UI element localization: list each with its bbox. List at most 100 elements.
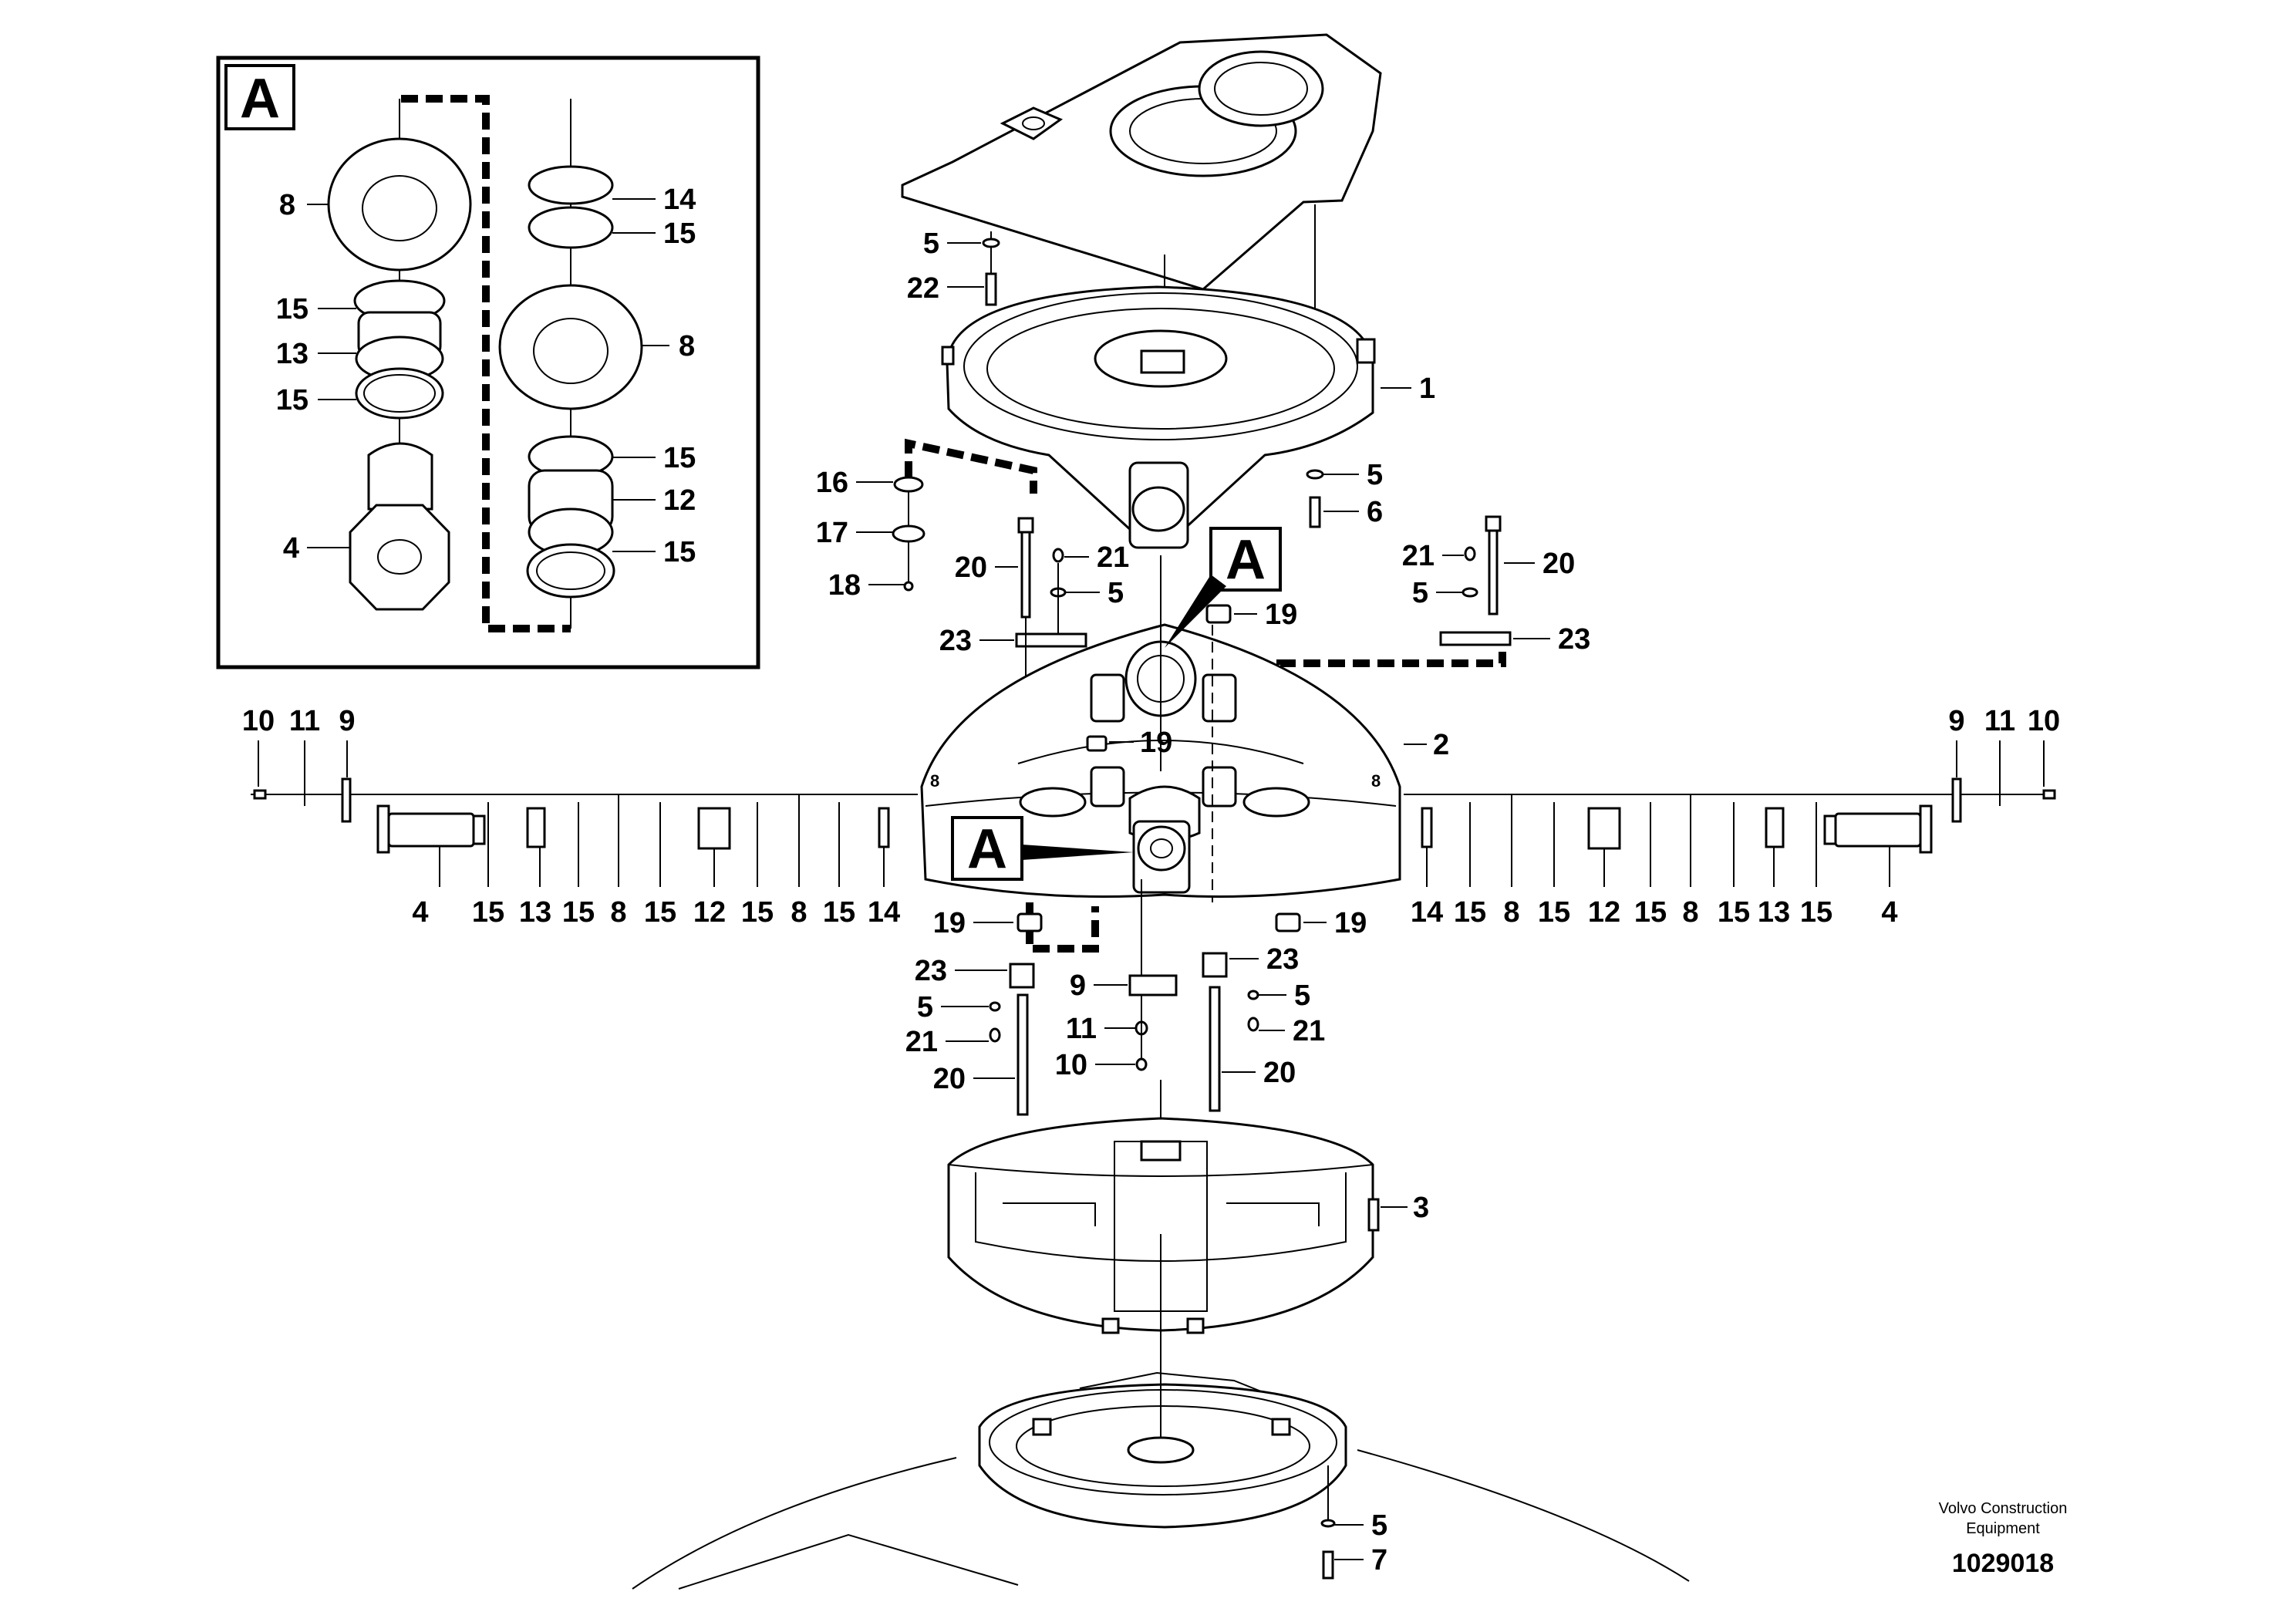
lower-housing-3 bbox=[947, 1117, 1380, 1334]
callout: 19 bbox=[933, 907, 966, 939]
inset-detail-a: A 8 bbox=[216, 56, 760, 669]
callout: 20 bbox=[1542, 548, 1575, 580]
callout: 5 bbox=[923, 228, 939, 260]
callout: 21 bbox=[1293, 1015, 1325, 1047]
callout: 15 bbox=[276, 384, 308, 416]
callout: 4 bbox=[283, 532, 299, 565]
detail-tag-a-left: A bbox=[951, 816, 1134, 881]
callout: 8 bbox=[610, 896, 626, 929]
callout-3: 3 bbox=[1413, 1192, 1429, 1224]
callout: 12 bbox=[1588, 896, 1620, 929]
callout: 11 bbox=[289, 705, 320, 737]
callout-1: 1 bbox=[1419, 373, 1435, 405]
callout: 11 bbox=[1066, 1013, 1097, 1045]
callout: 8 bbox=[1682, 896, 1698, 929]
callout-2: 2 bbox=[1433, 729, 1449, 761]
callout: 13 bbox=[276, 338, 308, 370]
callout: 15 bbox=[663, 218, 696, 250]
callout: 23 bbox=[939, 625, 972, 657]
seal-14 bbox=[528, 165, 614, 205]
callout: 10 bbox=[1055, 1049, 1087, 1081]
callout: 5 bbox=[1294, 980, 1310, 1012]
thrust-washer-8b bbox=[498, 284, 643, 410]
manufacturer-credit-line-2: Equipment bbox=[1966, 1520, 2040, 1537]
callout: 19 bbox=[1140, 727, 1172, 759]
swing-housing-1 bbox=[941, 285, 1376, 549]
callout: 12 bbox=[693, 896, 726, 929]
callout: 15 bbox=[562, 896, 595, 929]
thrust-washer-8 bbox=[327, 137, 472, 271]
o-ring-15c bbox=[528, 206, 614, 249]
callout: 15 bbox=[663, 442, 696, 474]
left-row-parts bbox=[251, 775, 918, 887]
callout: 9 bbox=[1948, 705, 1964, 737]
pin-4-head bbox=[349, 504, 450, 611]
callout: 15 bbox=[1718, 896, 1750, 929]
callout: 20 bbox=[955, 551, 987, 584]
callout: 14 bbox=[663, 184, 696, 216]
callout: 8 bbox=[679, 330, 695, 363]
callout: 5 bbox=[1371, 1509, 1387, 1542]
callout: 9 bbox=[1070, 969, 1086, 1002]
callout: 15 bbox=[741, 896, 774, 929]
callout: 23 bbox=[1558, 623, 1590, 656]
callout: 5 bbox=[917, 991, 933, 1023]
callout: 12 bbox=[663, 484, 696, 517]
callout: 23 bbox=[915, 955, 947, 987]
callout: 13 bbox=[1758, 896, 1790, 929]
callout: 5 bbox=[1108, 577, 1124, 609]
callout: 15 bbox=[472, 896, 504, 929]
callout: 21 bbox=[1402, 540, 1435, 572]
callout: 16 bbox=[816, 467, 848, 499]
callout: 15 bbox=[1634, 896, 1667, 929]
pin-4-shaft bbox=[367, 442, 433, 511]
svg-text:A: A bbox=[967, 818, 1007, 880]
manufacturer-credit-line-1: Volvo Construction bbox=[1939, 1500, 2068, 1517]
callout: 4 bbox=[1881, 896, 1897, 929]
svg-text:8: 8 bbox=[1371, 771, 1381, 791]
callout: 23 bbox=[1266, 943, 1299, 976]
document-number: 1029018 bbox=[1952, 1549, 2054, 1578]
callout: 20 bbox=[1263, 1057, 1296, 1089]
callout: 19 bbox=[1265, 599, 1297, 631]
callout: 8 bbox=[279, 189, 295, 221]
callout: 17 bbox=[816, 517, 848, 549]
right-row-parts bbox=[1404, 775, 2056, 887]
callout: 21 bbox=[1097, 541, 1129, 574]
callout: 14 bbox=[868, 896, 900, 929]
callout: 7 bbox=[1371, 1544, 1387, 1576]
callout: 11 bbox=[1984, 705, 2015, 737]
callout: 15 bbox=[1800, 896, 1832, 929]
callout: 19 bbox=[1334, 907, 1367, 939]
inset-label: A bbox=[240, 68, 280, 130]
callout: 20 bbox=[933, 1063, 966, 1095]
callout: 15 bbox=[823, 896, 855, 929]
callout: 15 bbox=[644, 896, 676, 929]
svg-text:8: 8 bbox=[930, 771, 939, 791]
callout: 10 bbox=[2028, 705, 2060, 737]
callout: 5 bbox=[1367, 459, 1383, 491]
callout: 9 bbox=[339, 705, 355, 737]
callout: 14 bbox=[1411, 896, 1443, 929]
callout: 8 bbox=[1503, 896, 1519, 929]
upper-frame-plate bbox=[901, 33, 1382, 291]
callout: 8 bbox=[791, 896, 807, 929]
callout: 18 bbox=[828, 569, 861, 602]
callout: 15 bbox=[663, 536, 696, 568]
callout: 4 bbox=[412, 896, 428, 929]
callout: 13 bbox=[519, 896, 551, 929]
callout: 22 bbox=[907, 272, 939, 305]
o-ring-15e bbox=[526, 543, 615, 599]
swing-ring-base bbox=[632, 1371, 1690, 1590]
callout: 15 bbox=[1538, 896, 1570, 929]
callout: 15 bbox=[276, 293, 308, 325]
o-ring-15b bbox=[355, 367, 444, 420]
callout: 15 bbox=[1454, 896, 1486, 929]
callout: 10 bbox=[242, 705, 275, 737]
svg-text:A: A bbox=[1226, 529, 1266, 591]
callout: 6 bbox=[1367, 496, 1383, 528]
detail-tag-a-top: A bbox=[1165, 527, 1282, 648]
callout: 21 bbox=[905, 1026, 938, 1058]
callout: 5 bbox=[1412, 577, 1428, 609]
